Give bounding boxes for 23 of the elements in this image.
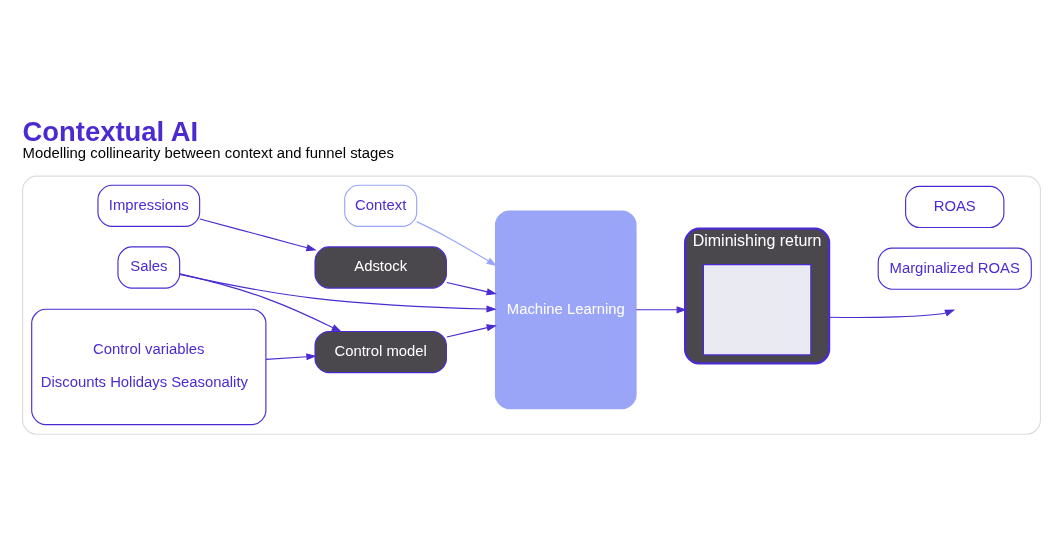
arrow xyxy=(265,353,317,361)
arrow xyxy=(446,324,497,338)
node-box: Sales xyxy=(117,246,181,289)
cluster: Diminishing return xyxy=(684,227,831,365)
arrow xyxy=(179,273,497,313)
arrow xyxy=(179,273,342,333)
diagram-title: Contextual AI xyxy=(22,115,199,147)
node-box xyxy=(702,264,812,356)
node-box: Context xyxy=(344,184,418,227)
node-box: Marginalized ROAS xyxy=(877,247,1032,290)
node-box: Adstock xyxy=(314,246,447,289)
node-box: Control model xyxy=(314,330,447,374)
arrow xyxy=(416,221,497,267)
arrow xyxy=(828,309,956,319)
arrow xyxy=(199,218,317,252)
caption: Modelling collinearity between context and funnel stages xyxy=(22,145,394,162)
node-box: ROAS xyxy=(905,185,1005,229)
arrow xyxy=(446,281,497,296)
node-box: Machine Learning xyxy=(494,210,637,410)
node-box: Impressions xyxy=(97,184,201,227)
node-box: Control variables Discounts Holidays Seasonality xyxy=(31,308,267,426)
cluster xyxy=(22,175,1041,435)
arrow xyxy=(635,306,687,314)
